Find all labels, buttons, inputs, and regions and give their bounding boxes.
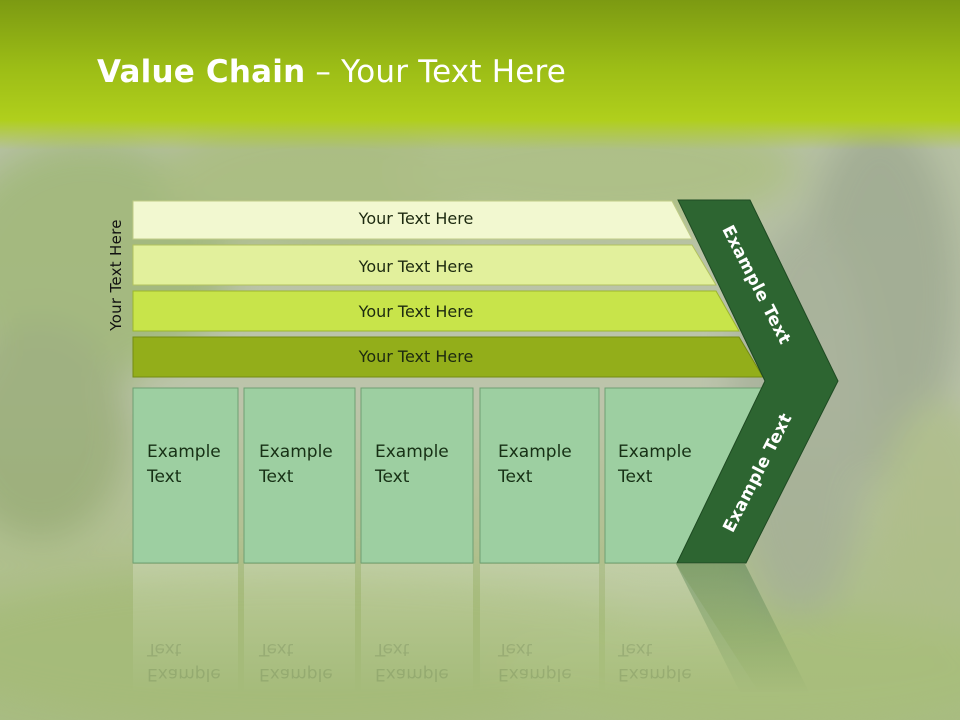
- box-3-reflection-line1: Example: [375, 664, 449, 684]
- box-2-line2: Text: [259, 467, 294, 487]
- box-2-reflection-line2: Text: [259, 639, 294, 659]
- reflection-arrow: [676, 564, 810, 694]
- box-1-line1: Example: [147, 442, 221, 462]
- box-4-line2: Text: [498, 467, 533, 487]
- box-1-reflection-text: Example Text: [147, 636, 221, 686]
- box-3-reflection-line2: Text: [375, 639, 410, 659]
- box-3-reflection-text: Example Text: [375, 636, 449, 686]
- box-3: [360, 387, 474, 564]
- chevron-arrow: [676, 199, 839, 564]
- box-4-reflection-line1: Example: [498, 664, 572, 684]
- band-3: [132, 290, 740, 332]
- reflection-box-1: [133, 564, 238, 694]
- box-4-reflection-line2: Text: [498, 639, 533, 659]
- box-5-line2: Text: [618, 467, 653, 487]
- box-2-reflection-text: Example Text: [259, 636, 333, 686]
- box-5-reflection-line1: Example: [618, 664, 692, 684]
- box-2: [243, 387, 356, 564]
- box-1-reflection-line1: Example: [147, 664, 221, 684]
- box-1-line2: Text: [147, 467, 182, 487]
- band-2: [132, 244, 717, 286]
- title-rest: – Your Text Here: [305, 54, 567, 90]
- box-5-line1: Example: [618, 442, 692, 462]
- band-2-label: Your Text Here: [358, 257, 474, 276]
- box-1: [132, 387, 239, 564]
- band-3-label: Your Text Here: [358, 302, 474, 321]
- title-bold: Value Chain: [97, 54, 306, 90]
- box-2-reflection-line1: Example: [259, 664, 333, 684]
- reflection-box-2: [244, 564, 355, 694]
- box-1-reflection-line2: Text: [147, 639, 182, 659]
- reflection-box-3: [361, 564, 473, 694]
- slide-title: Value Chain – Your Text Here: [97, 54, 566, 90]
- band-4-label: Your Text Here: [358, 347, 474, 366]
- box-4: [479, 387, 600, 564]
- box-2-line1: Example: [259, 442, 333, 462]
- box-4-reflection-text: Example Text: [498, 636, 572, 686]
- reflection-box-4: [480, 564, 599, 694]
- band-1-label: Your Text Here: [358, 209, 474, 228]
- box-5-reflection-text: Example Text: [618, 636, 692, 686]
- band-1: [132, 200, 693, 240]
- reflection-group: [133, 564, 810, 694]
- box-4-line1: Example: [498, 442, 572, 462]
- reflection-box-5: [605, 564, 760, 694]
- box-3-line2: Text: [375, 467, 410, 487]
- box-5-reflection-line2: Text: [618, 639, 653, 659]
- header-band: [0, 0, 960, 150]
- box-3-line1: Example: [375, 442, 449, 462]
